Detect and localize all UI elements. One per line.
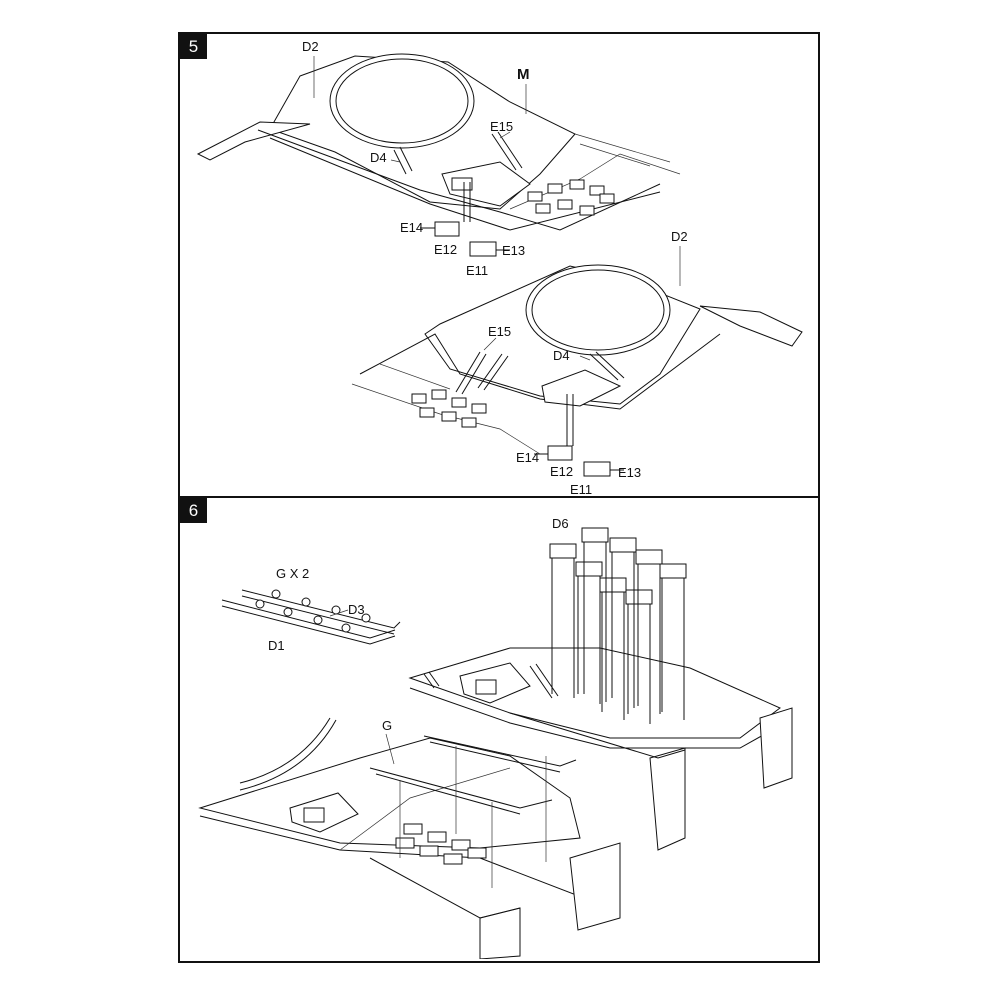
step-5-panel: 5 [178, 32, 820, 498]
right-hull-assembly [408, 647, 793, 851]
handrail-part-g [221, 589, 401, 645]
label-d1: D1 [268, 638, 285, 653]
label-e11-bottom: E11 [570, 482, 592, 496]
step-5-drawing: D2 M E15 D4 E14 E12 E13 E11 D2 E15 D4 E1… [196, 39, 803, 496]
label-d3: D3 [348, 602, 365, 617]
label-gx2: G X 2 [276, 566, 309, 581]
step-6-drawing: D6 G X 2 D3 D1 G [198, 516, 793, 959]
step-number-6: 6 [180, 498, 207, 523]
label-d4-bottom: D4 [553, 348, 570, 363]
label-d2-top: D2 [302, 39, 319, 54]
upper-hull-assembly [196, 53, 681, 231]
label-e12-top: E12 [434, 242, 457, 257]
detail-parts-bottom [534, 394, 624, 477]
leader-lines-step-5 [313, 56, 681, 361]
ladder-part-e15-bottom [455, 351, 509, 395]
label-e13-top: E13 [502, 243, 525, 258]
step-number-5: 5 [180, 34, 207, 59]
label-e14-top: E14 [400, 220, 423, 235]
ladder-part-d4-top [393, 146, 413, 175]
detail-parts-top [420, 182, 510, 257]
label-e12-bottom: E12 [550, 464, 573, 479]
label-e13-bottom: E13 [618, 465, 641, 480]
step-6-panel: 6 [178, 498, 820, 963]
label-e11-top: E11 [466, 263, 488, 278]
ladder-part-e15-top [491, 131, 523, 171]
engine-grilles-bottom [411, 389, 487, 428]
fender-parts-d6 [549, 527, 687, 724]
left-hull-assembly [198, 717, 621, 959]
label-d2-right: D2 [671, 229, 688, 244]
engine-grilles-step-6 [395, 823, 487, 865]
ladder-part-d4-bottom [589, 351, 625, 381]
label-e15-top: E15 [490, 119, 513, 134]
label-e14-bottom: E14 [516, 450, 539, 465]
engine-grilles-top [527, 179, 615, 216]
label-d6: D6 [552, 516, 569, 531]
lower-hull-assembly [351, 264, 803, 455]
label-g: G [382, 718, 392, 733]
label-e15-bottom: E15 [488, 324, 511, 339]
label-m: M [517, 66, 530, 83]
label-d4-top: D4 [370, 150, 387, 165]
